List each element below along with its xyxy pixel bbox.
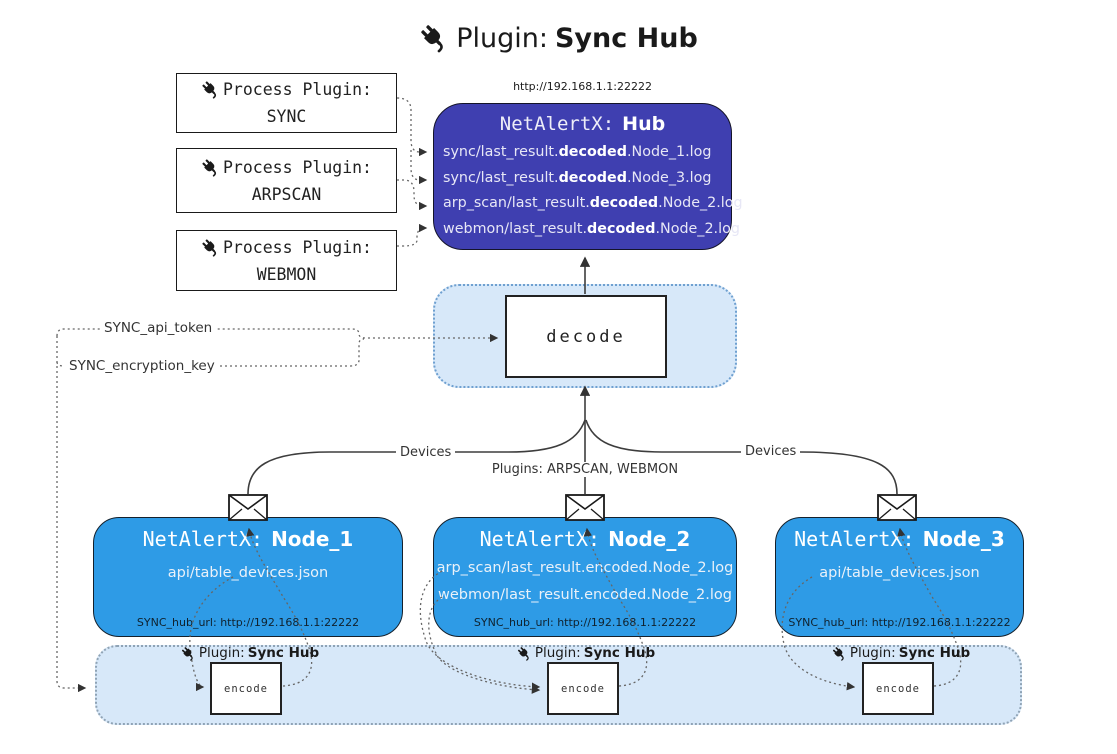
process-plugin-label: Process Plugin: [222, 157, 372, 177]
plug-icon [201, 158, 220, 177]
node-files: arp_scan/last_result.encoded.Node_2.log … [434, 555, 736, 609]
plug-icon [181, 646, 196, 661]
devices-edge-label-right: Devices [741, 444, 801, 459]
node-files: api/table_devices.json [94, 560, 402, 587]
node-title: NetAlertX: Node_3 [794, 527, 1005, 551]
sync-encryption-key-label: SYNC_encryption_key [65, 358, 219, 374]
process-plugin-webmon-box: Process Plugin: WEBMON [176, 230, 397, 291]
node-hub-url: SYNC_hub_url: http://192.168.1.1:22222 [136, 616, 360, 629]
encode-box: encode [547, 662, 619, 715]
encode-box: encode [862, 662, 934, 715]
diagram-title: Plugin: Sync Hub [0, 16, 1117, 60]
encode-section-label: Plugin: Sync Hub [832, 645, 970, 661]
envelope-icon [877, 494, 917, 521]
hub-title-prefix: NetAlertX: [499, 113, 615, 135]
process-plugin-label: Process Plugin: [222, 237, 372, 257]
netalertx-hub-box: NetAlertX: Hub sync/last_result.decoded.… [433, 103, 743, 250]
devices-edge-label-left: Devices [396, 445, 456, 460]
node-file: api/table_devices.json [819, 565, 980, 581]
hub-log-line: sync/last_result.decoded.Node_3.log [443, 169, 712, 186]
plug-icon [517, 646, 532, 661]
process-plugin-sync-box: Process Plugin: SYNC [176, 73, 397, 133]
netalertx-node1-box: NetAlertX: Node_1 api/table_devices.json… [93, 517, 403, 637]
netalertx-node2-box: NetAlertX: Node_2 arp_scan/last_result.e… [433, 517, 737, 637]
decode-box: decode [505, 295, 667, 378]
plug-icon [832, 646, 847, 661]
node-title: NetAlertX: Node_2 [479, 527, 691, 551]
process-plugin-name: WEBMON [256, 264, 317, 284]
plug-icon [419, 23, 449, 53]
hub-url-label: http://192.168.1.1:22222 [513, 80, 652, 93]
node-file: webmon/last_result.encoded.Node_2.log [437, 587, 732, 603]
process-plugin-name: SYNC [266, 107, 307, 126]
node-hub-url: SYNC_hub_url: http://192.168.1.1:22222 [788, 616, 1011, 629]
node-files: api/table_devices.json [776, 560, 1023, 587]
encode-section-label: Plugin: Sync Hub [517, 645, 655, 661]
hub-title-name: Hub [622, 113, 666, 135]
process-plugin-name: ARPSCAN [251, 184, 322, 204]
node-file: arp_scan/last_result.encoded.Node_2.log [436, 560, 734, 576]
envelope-icon [565, 494, 605, 521]
sync-api-token-label: SYNC_api_token [100, 320, 217, 336]
process-plugin-label: Process Plugin: [222, 80, 372, 99]
netalertx-node3-box: NetAlertX: Node_3 api/table_devices.json… [775, 517, 1024, 637]
encode-section-label: Plugin: Sync Hub [181, 645, 319, 661]
plug-icon [201, 80, 220, 99]
title-prefix: Plugin: [456, 22, 548, 54]
envelope-icon [228, 494, 268, 521]
process-plugin-arpscan-box: Process Plugin: ARPSCAN [176, 148, 397, 213]
node-file: api/table_devices.json [167, 565, 329, 581]
hub-log-line: webmon/last_result.decoded.Node_2.log [443, 220, 740, 237]
node-hub-url: SYNC_hub_url: http://192.168.1.1:22222 [473, 616, 697, 629]
hub-log-lines: sync/last_result.decoded.Node_1.log sync… [434, 140, 743, 242]
hub-log-line: arp_scan/last_result.decoded.Node_2.log [443, 195, 743, 211]
plug-icon [201, 238, 220, 257]
node-title: NetAlertX: Node_1 [142, 527, 354, 551]
hub-log-line: sync/last_result.decoded.Node_1.log [443, 144, 712, 160]
encode-box: encode [210, 662, 282, 715]
plugins-edge-label: Plugins: ARPSCAN, WEBMON [487, 462, 683, 477]
hub-title: NetAlertX: Hub [434, 113, 731, 135]
title-name: Sync Hub [554, 22, 698, 54]
